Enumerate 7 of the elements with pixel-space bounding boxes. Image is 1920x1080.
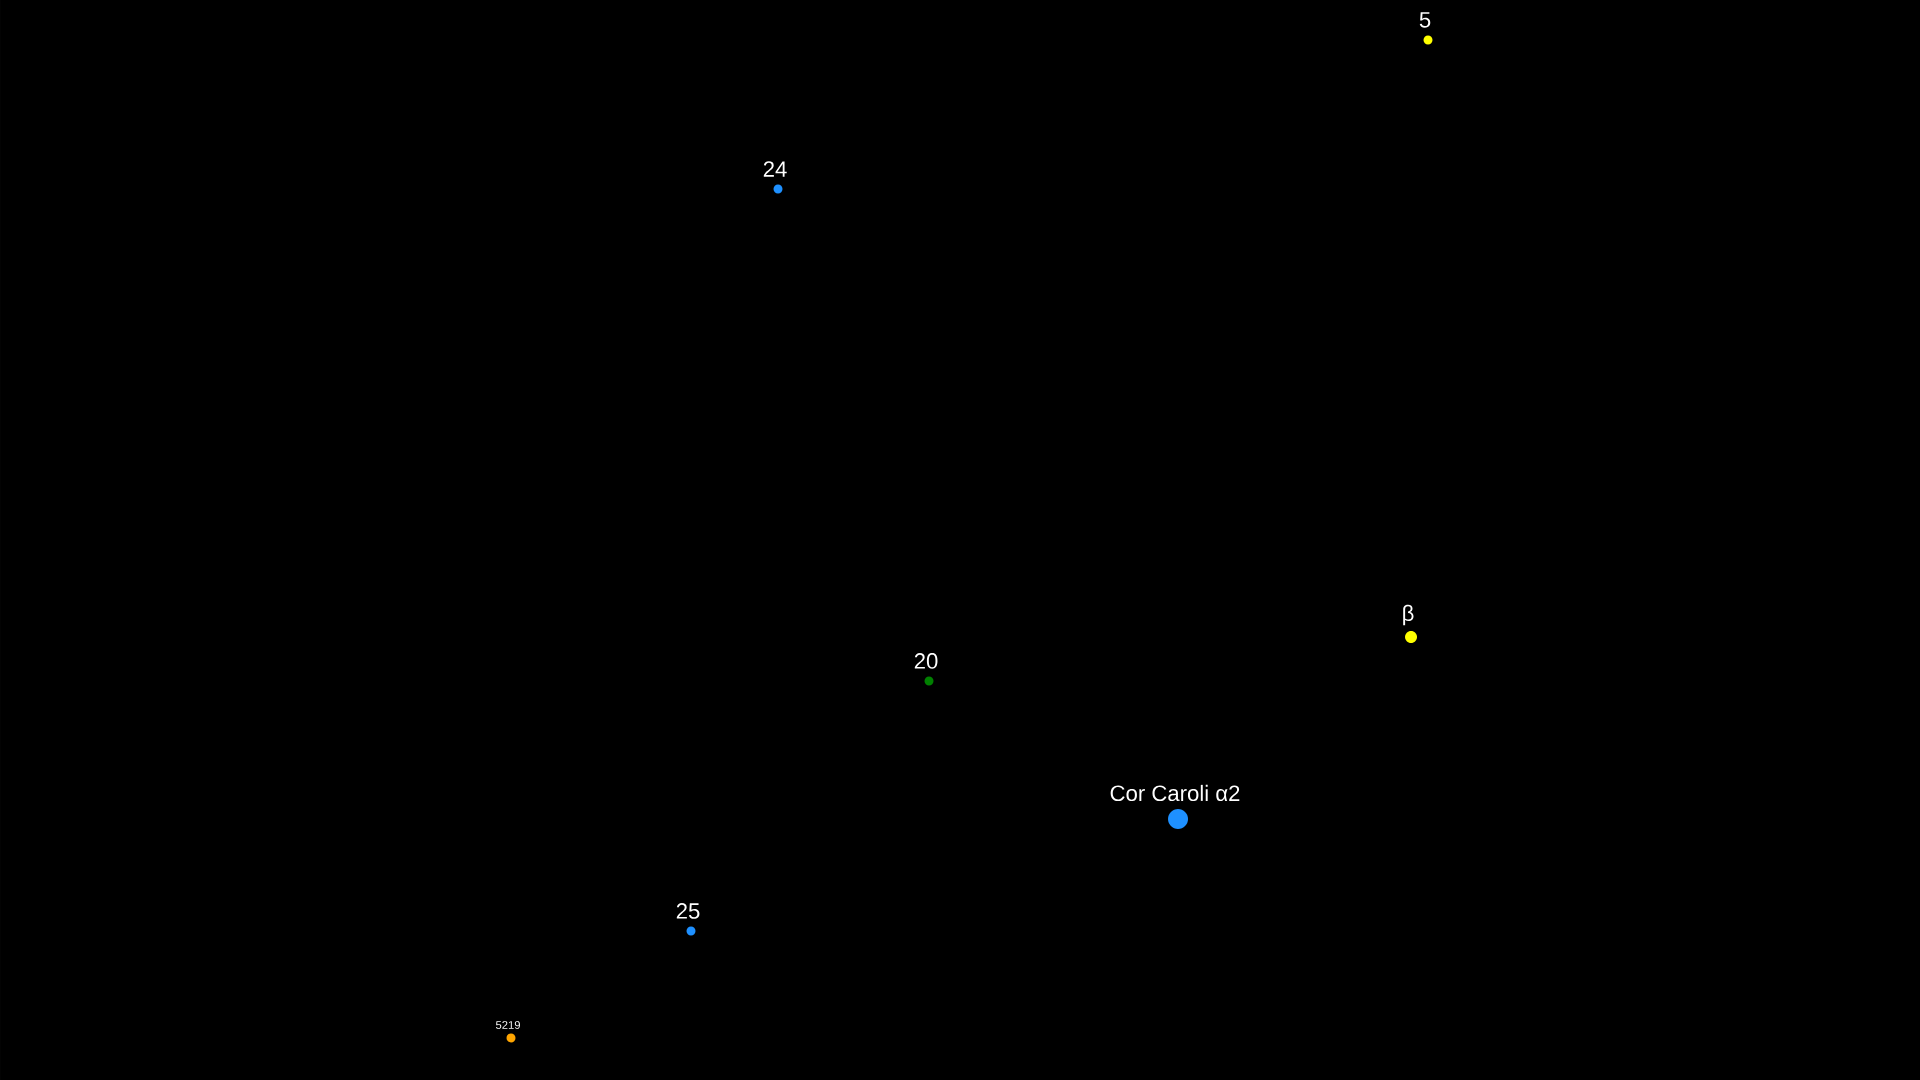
star-label: Cor Caroli α2 bbox=[1110, 784, 1240, 802]
star-label: β bbox=[1403, 604, 1414, 626]
star-label: 5 bbox=[1419, 12, 1431, 28]
star-label: 20 bbox=[914, 653, 938, 669]
star-label: 24 bbox=[763, 161, 787, 177]
star-label: 5219 bbox=[495, 1021, 520, 1029]
star-label: 25 bbox=[676, 903, 700, 919]
